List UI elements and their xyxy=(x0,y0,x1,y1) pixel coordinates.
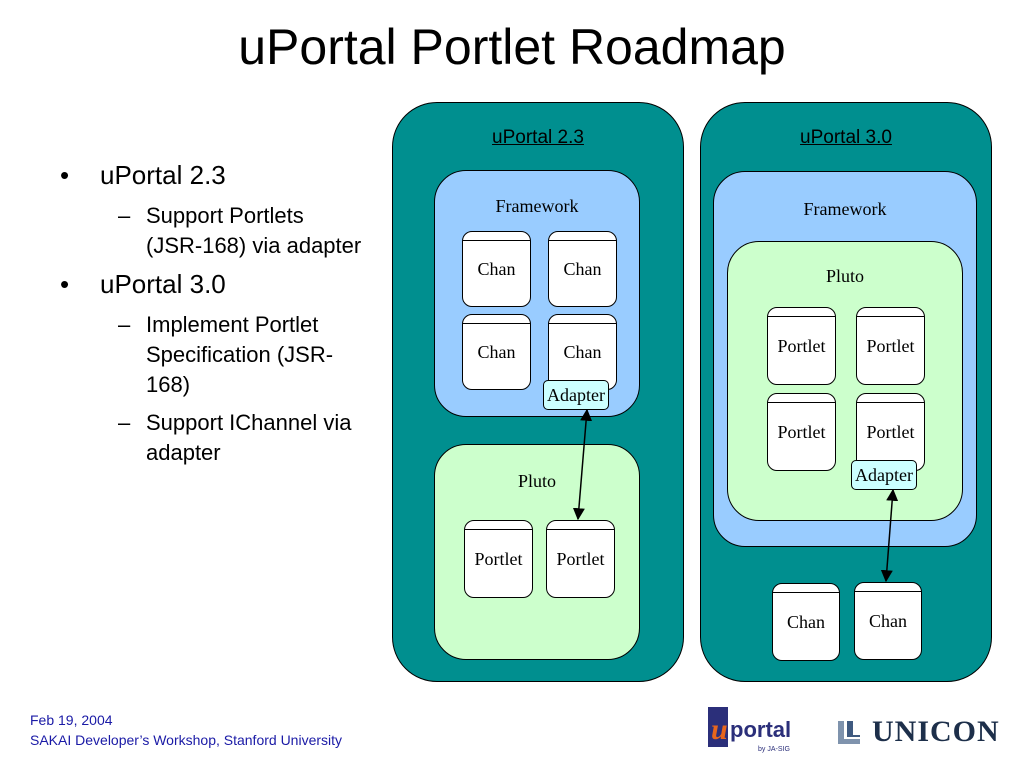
portlet-box: Portlet xyxy=(767,307,836,385)
chan-box: Chan xyxy=(772,583,840,661)
adapter-box-right: Adapter xyxy=(851,460,917,490)
unicon-logo: UNICON xyxy=(834,712,1004,752)
uportal-23-title: uPortal 2.3 xyxy=(492,127,584,148)
portlet-box: Portlet xyxy=(767,393,836,471)
slide-title: uPortal Portlet Roadmap xyxy=(238,19,786,75)
sub-bullet-support-ichannel: Support IChannel via adapter xyxy=(60,408,366,468)
footer-event: SAKAI Developer’s Workshop, Stanford Uni… xyxy=(30,732,343,748)
adapter-arrow-left xyxy=(572,408,593,521)
svg-text:portal: portal xyxy=(730,717,791,742)
chan-box: Chan xyxy=(462,314,531,390)
sub-bullet-support-portlets: Support Portlets (JSR-168) via adapter xyxy=(60,201,366,261)
chan-box: Chan xyxy=(548,314,617,390)
svg-text:by JA-SIG: by JA-SIG xyxy=(758,746,790,753)
pluto-label-left: Pluto xyxy=(517,471,556,491)
chan-box: Chan xyxy=(854,582,922,660)
unicon-mark-icon xyxy=(838,721,860,744)
uportal-30-title: uPortal 3.0 xyxy=(800,127,892,148)
pluto-box-right: Pluto xyxy=(727,241,963,521)
framework-label-left: Framework xyxy=(495,196,579,216)
sub-bullet-implement-spec: Implement Portlet Specification (JSR-168… xyxy=(60,310,366,400)
chan-box: Chan xyxy=(548,231,617,307)
bullet-list: uPortal 2.3 Support Portlets (JSR-168) v… xyxy=(60,160,380,476)
svg-text:u: u xyxy=(711,713,728,746)
uportal-logo: u portal by JA-SIG xyxy=(708,707,791,753)
portlet-box: Portlet xyxy=(546,520,615,598)
portlet-box: Portlet xyxy=(464,520,533,598)
portlet-box: Portlet xyxy=(856,307,925,385)
bullet-uportal-23: uPortal 2.3 xyxy=(60,160,380,191)
chan-box: Chan xyxy=(462,231,531,307)
framework-label-right: Framework xyxy=(803,199,887,219)
pluto-label-right: Pluto xyxy=(825,266,864,286)
footer-date: Feb 19, 2004 xyxy=(30,712,113,728)
bullet-uportal-30: uPortal 3.0 xyxy=(60,269,380,300)
adapter-arrow-right xyxy=(880,488,899,583)
footer: Feb 19, 2004 SAKAI Developer’s Workshop,… xyxy=(30,710,342,750)
